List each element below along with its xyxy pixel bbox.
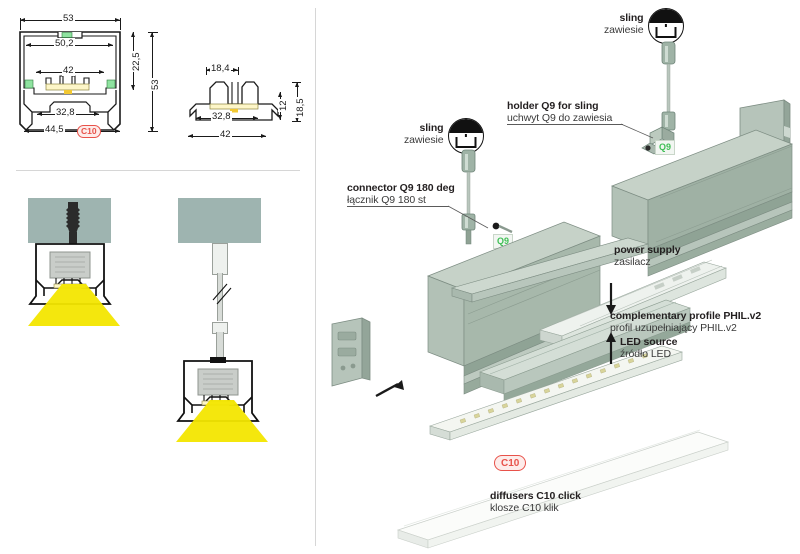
main-profile-segment-upper <box>611 129 793 277</box>
sling-icon-left <box>448 118 484 154</box>
dim-insert-mid-width: 32,8 <box>211 111 232 122</box>
callout-power-supply-en: power supply <box>614 244 681 256</box>
light-beam-suspended <box>176 400 268 442</box>
callout-connector-q9: connector Q9 180 deg łącznik Q9 180 st <box>347 182 455 207</box>
led-source-part <box>429 345 683 441</box>
callout-connector-q9-en: connector Q9 180 deg <box>347 182 455 194</box>
callout-complementary-profile: complementary profile PHIL.v2 profil uzu… <box>610 310 761 335</box>
dim-insert-overall-height: 18,5 <box>295 97 306 118</box>
inner-channel-plate <box>450 237 650 303</box>
callout-led-source: LED source źródło LED <box>620 336 677 361</box>
sling-rod-left <box>461 149 476 245</box>
callout-sling-top-pl: zawiesie <box>604 24 644 37</box>
dim-width-outer: 53 <box>62 13 75 24</box>
callout-sling-top: sling zawiesie <box>604 12 644 37</box>
callout-power-supply: power supply zasilacz <box>614 244 681 269</box>
callout-sling-left: sling zawiesie <box>404 122 444 147</box>
dim-channel-width: 42 <box>62 65 75 76</box>
callout-diffusers-en: diffusers C10 click <box>490 490 581 502</box>
callout-diffusers: diffusers C10 click klosze C10 klik <box>490 490 581 515</box>
badge-c10-diffuser: C10 <box>494 455 527 471</box>
leader-connector-q9 <box>347 206 449 207</box>
callout-holder-q9: holder Q9 for sling uchwyt Q9 do zawiesi… <box>507 100 612 125</box>
dim-inner-width: 50,2 <box>54 38 75 49</box>
badge-q9-holder: Q9 <box>655 140 676 155</box>
horizontal-divider <box>16 170 300 171</box>
callout-sling-left-en: sling <box>419 122 444 134</box>
callout-sling-left-pl: zawiesie <box>404 134 444 147</box>
connector-q9-node <box>492 222 513 234</box>
sling-icon <box>648 8 684 44</box>
complementary-profile-part <box>479 299 691 403</box>
callout-sling-top-en: sling <box>619 12 644 24</box>
callout-led-source-pl: źródło LED <box>620 348 671 361</box>
anchor-plug-icon <box>66 202 80 244</box>
assembly-arrow-endcap-left <box>375 380 404 398</box>
leader-holder-q9-diag <box>620 123 654 139</box>
light-beam-surface <box>28 284 120 326</box>
dim-insert-top-width: 18,4 <box>210 63 231 74</box>
callout-holder-q9-en: holder Q9 for sling <box>507 100 599 112</box>
end-cap-left <box>331 317 371 387</box>
profile-outline-insert <box>189 81 279 121</box>
leader-holder-q9 <box>507 124 623 125</box>
callout-led-source-en: LED source <box>620 336 678 348</box>
dim-lower-inner: 32,8 <box>55 107 76 118</box>
vertical-divider <box>315 8 316 546</box>
diffuser-c10-part <box>396 429 730 549</box>
dim-base-width: 44,5 <box>44 124 65 135</box>
callout-connector-q9-pl: łącznik Q9 180 st <box>347 194 426 207</box>
assembly-arrow-led-source <box>606 332 616 364</box>
callout-power-supply-pl: zasilacz <box>614 256 651 269</box>
leader-connector-q9-diag <box>447 205 489 229</box>
dim-height-outer: 53 <box>150 78 161 91</box>
dim-insert-overall-width: 42 <box>219 129 232 140</box>
dim-upper-height: 22,5 <box>131 51 142 72</box>
badge-c10-section: C10 <box>77 125 101 138</box>
dim-insert-inner-height: 12 <box>278 99 289 112</box>
assembly-arrow-power-supply <box>606 283 616 315</box>
callout-holder-q9-pl: uchwyt Q9 do zawiesia <box>507 112 613 125</box>
sling-rod-top <box>661 41 676 131</box>
callout-complementary-profile-pl: profil uzupełniający PHIL.v2 <box>610 322 737 335</box>
callout-diffusers-pl: klosze C10 klik <box>490 502 559 515</box>
wire-break-symbol <box>212 283 232 305</box>
callout-complementary-profile-en: complementary profile PHIL.v2 <box>610 310 762 322</box>
